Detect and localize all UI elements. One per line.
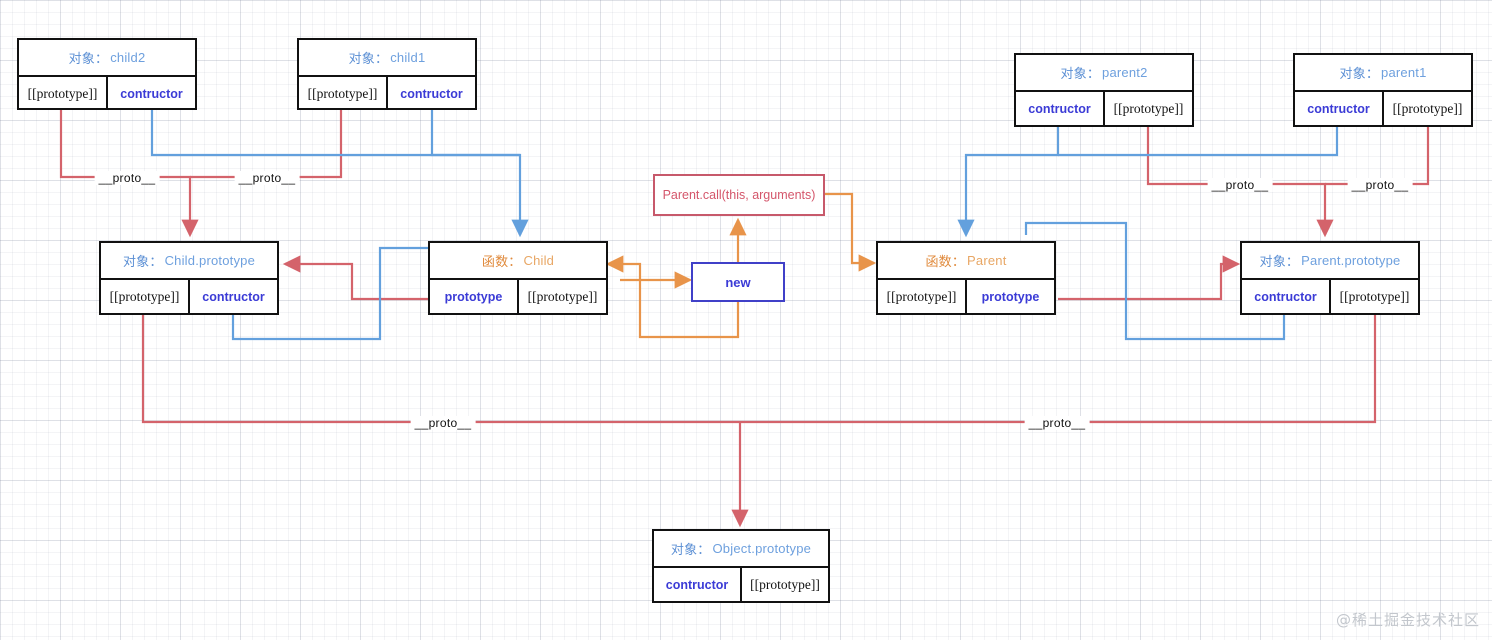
node-object-prototype-members: contructor [[prototype]] (654, 566, 828, 601)
node-parent2-members: contructor [[prototype]] (1016, 90, 1192, 125)
node-parent-prototype-name: Parent.prototype (1301, 253, 1401, 268)
node-child-prototype-kind: 对象： (122, 254, 163, 269)
node-child-function-kind: 函数： (481, 254, 522, 269)
node-child2-header: 对象： child2 (19, 40, 195, 75)
edge-label-parent2-proto: __proto__ (1207, 178, 1273, 192)
node-parent-function-kind: 函数： (925, 254, 966, 269)
node-child-function-cell-internal-prototype[interactable]: [[prototype]] (517, 280, 606, 313)
wire-child-to-new (605, 255, 642, 282)
node-child1-header: 对象： child1 (299, 40, 475, 75)
node-object-prototype-cell-contructor[interactable]: contructor (665, 577, 729, 592)
node-parent2-header: 对象： parent2 (1016, 55, 1192, 90)
wire-child1-proto (190, 110, 343, 179)
wire-parent2-ctor (957, 127, 1060, 238)
node-parent-prototype-cell-contructor[interactable]: contructor (1254, 289, 1317, 304)
parent-call-label: Parent.call(this, arguments) (662, 188, 816, 202)
wire-parentfn-prototype (1058, 255, 1241, 301)
edge-label-parentproto-proto: __proto__ (1024, 416, 1090, 430)
node-object-prototype-name: Object.prototype (712, 541, 812, 556)
node-parent-prototype-kind: 对象： (1259, 254, 1300, 269)
node-parent2-cell-prototype[interactable]: [[prototype]] (1103, 92, 1192, 125)
new-box[interactable]: new (691, 262, 785, 302)
wire-childfn-prototype (282, 255, 430, 301)
node-child2[interactable]: 对象： child2 [[prototype]] contructor (17, 38, 197, 110)
node-parent1-cell-contructor[interactable]: contructor (1307, 101, 1370, 116)
node-object-prototype-cell-prototype[interactable]: [[prototype]] (740, 568, 828, 601)
node-parent1[interactable]: 对象： parent1 contructor [[prototype]] (1293, 53, 1473, 127)
watermark: @稀土掘金技术社区 (1335, 611, 1480, 629)
node-child1-kind: 对象： (348, 51, 389, 66)
new-label: new (725, 274, 751, 290)
node-child-prototype[interactable]: 对象： Child.prototype [[prototype]] contru… (99, 241, 279, 315)
node-object-prototype[interactable]: 对象： Object.prototype contructor [[protot… (652, 529, 830, 603)
wire-new-loop (638, 280, 740, 339)
node-child-function[interactable]: 函数： Child prototype [[prototype]] (428, 241, 608, 315)
node-parent2-cell-contructor[interactable]: contructor (1028, 101, 1091, 116)
node-parent1-name: parent1 (1381, 65, 1427, 80)
edge-label-childproto-proto: __proto__ (410, 416, 476, 430)
node-parent-function-cell-prototype[interactable]: prototype (965, 280, 1054, 313)
node-child2-cell-prototype[interactable]: [[prototype]] (27, 85, 98, 101)
edge-label-child2-proto: __proto__ (94, 171, 160, 185)
node-child-function-cell-prototype[interactable]: prototype (444, 289, 503, 304)
wire-child1-ctor (430, 110, 520, 157)
node-child1-cell-contructor[interactable]: contructor (386, 77, 475, 110)
edge-label-child1-proto: __proto__ (234, 171, 300, 185)
node-child-prototype-header: 对象： Child.prototype (101, 243, 277, 278)
node-parent-prototype-cell-prototype[interactable]: [[prototype]] (1329, 280, 1418, 313)
node-child-prototype-cell-contructor[interactable]: contructor (188, 280, 277, 313)
node-child2-kind: 对象： (68, 51, 109, 66)
node-parent1-header: 对象： parent1 (1295, 55, 1471, 90)
edge-label-parent1-proto: __proto__ (1347, 178, 1413, 192)
node-parent2-kind: 对象： (1060, 66, 1101, 81)
node-parent1-members: contructor [[prototype]] (1295, 90, 1471, 125)
node-parent1-cell-prototype[interactable]: [[prototype]] (1382, 92, 1471, 125)
node-parent-function-header: 函数： Parent (878, 243, 1054, 278)
node-child-prototype-name: Child.prototype (164, 253, 256, 268)
node-child1-cell-prototype[interactable]: [[prototype]] (307, 85, 378, 101)
node-parent-function[interactable]: 函数： Parent [[prototype]] prototype (876, 241, 1056, 315)
node-object-prototype-header: 对象： Object.prototype (654, 531, 828, 566)
node-object-prototype-kind: 对象： (670, 542, 711, 557)
node-child-function-members: prototype [[prototype]] (430, 278, 606, 313)
node-parent2-name: parent2 (1102, 65, 1148, 80)
node-parent-prototype[interactable]: 对象： Parent.prototype contructor [[protot… (1240, 241, 1420, 315)
node-parent-function-name: Parent (967, 253, 1007, 268)
node-child-function-name: Child (523, 253, 555, 268)
node-child-function-header: 函数： Child (430, 243, 606, 278)
wire-parent1-ctor (1058, 127, 1339, 157)
node-child1-name: child1 (390, 50, 426, 65)
node-parent-prototype-members: contructor [[prototype]] (1242, 278, 1418, 313)
wire-childproto-proto (141, 315, 740, 424)
node-parent-function-cell-internal-prototype[interactable]: [[prototype]] (886, 288, 957, 304)
wire-child2-ctor (150, 110, 529, 238)
wire-parentproto-ctor (1024, 221, 1286, 341)
node-child-prototype-members: [[prototype]] contructor (101, 278, 277, 313)
node-parent-function-members: [[prototype]] prototype (878, 278, 1054, 313)
wire-parentproto-proto (740, 315, 1377, 424)
parent-call-box[interactable]: Parent.call(this, arguments) (653, 174, 825, 216)
node-parent1-kind: 对象： (1339, 66, 1380, 81)
node-child1-members: [[prototype]] contructor (299, 75, 475, 110)
wire-childproto-ctor (231, 246, 430, 341)
wire-call-to-parent (824, 192, 877, 272)
node-child2-name: child2 (110, 50, 146, 65)
node-child2-cell-contructor[interactable]: contructor (106, 77, 195, 110)
node-parent-prototype-header: 对象： Parent.prototype (1242, 243, 1418, 278)
node-parent2[interactable]: 对象： parent2 contructor [[prototype]] (1014, 53, 1194, 127)
wire-parent1-proto (1325, 127, 1430, 186)
node-child1[interactable]: 对象： child1 [[prototype]] contructor (297, 38, 477, 110)
node-child2-members: [[prototype]] contructor (19, 75, 195, 110)
node-child-prototype-cell-prototype[interactable]: [[prototype]] (109, 288, 180, 304)
